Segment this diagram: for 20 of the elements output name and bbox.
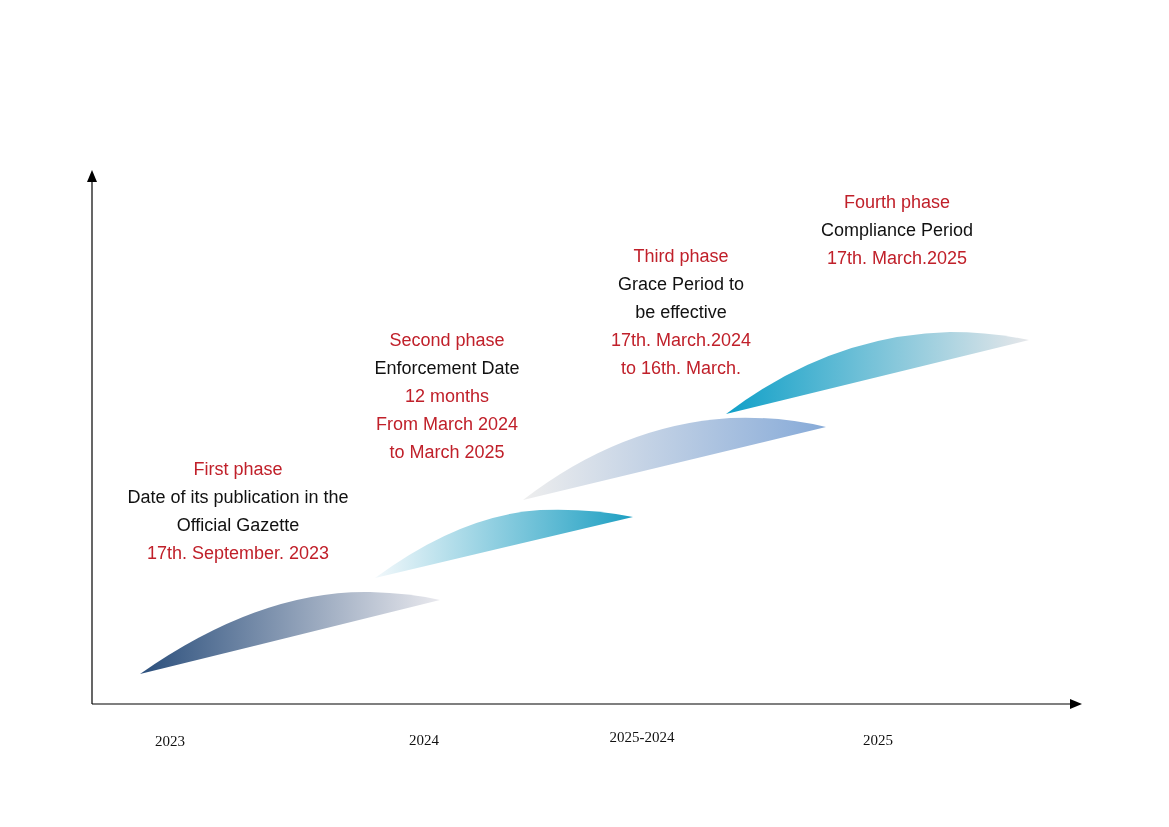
date-text: From March 2024 to March 2025 [374,413,520,464]
phase-description: Grace Period to be effective [616,273,746,324]
year-label: 2025-2024 [608,728,676,747]
phase-ribbon [375,509,633,578]
year-label: 2024 [408,731,440,750]
date-text: 17th. September. 2023 [145,542,331,565]
phase-ribbon [140,592,440,674]
date-text: 17th. March.2024 to 16th. March. [609,329,753,380]
phase-title: Third phase [632,245,730,268]
phase-description: Enforcement Date [373,357,521,380]
phase-description: Compliance Period [819,219,975,242]
duration-text: 12 months [403,385,491,408]
phase-description: Date of its publication in the Official Gazette [126,486,350,537]
phase-ribbon [523,417,826,500]
date-text: 17th. March.2025 [825,247,969,270]
phase-title: Second phase [388,329,506,352]
phase-title: Fourth phase [842,191,952,214]
phase-title: First phase [192,458,284,481]
year-label: 2023 [154,732,186,751]
year-label: 2025 [862,731,894,750]
